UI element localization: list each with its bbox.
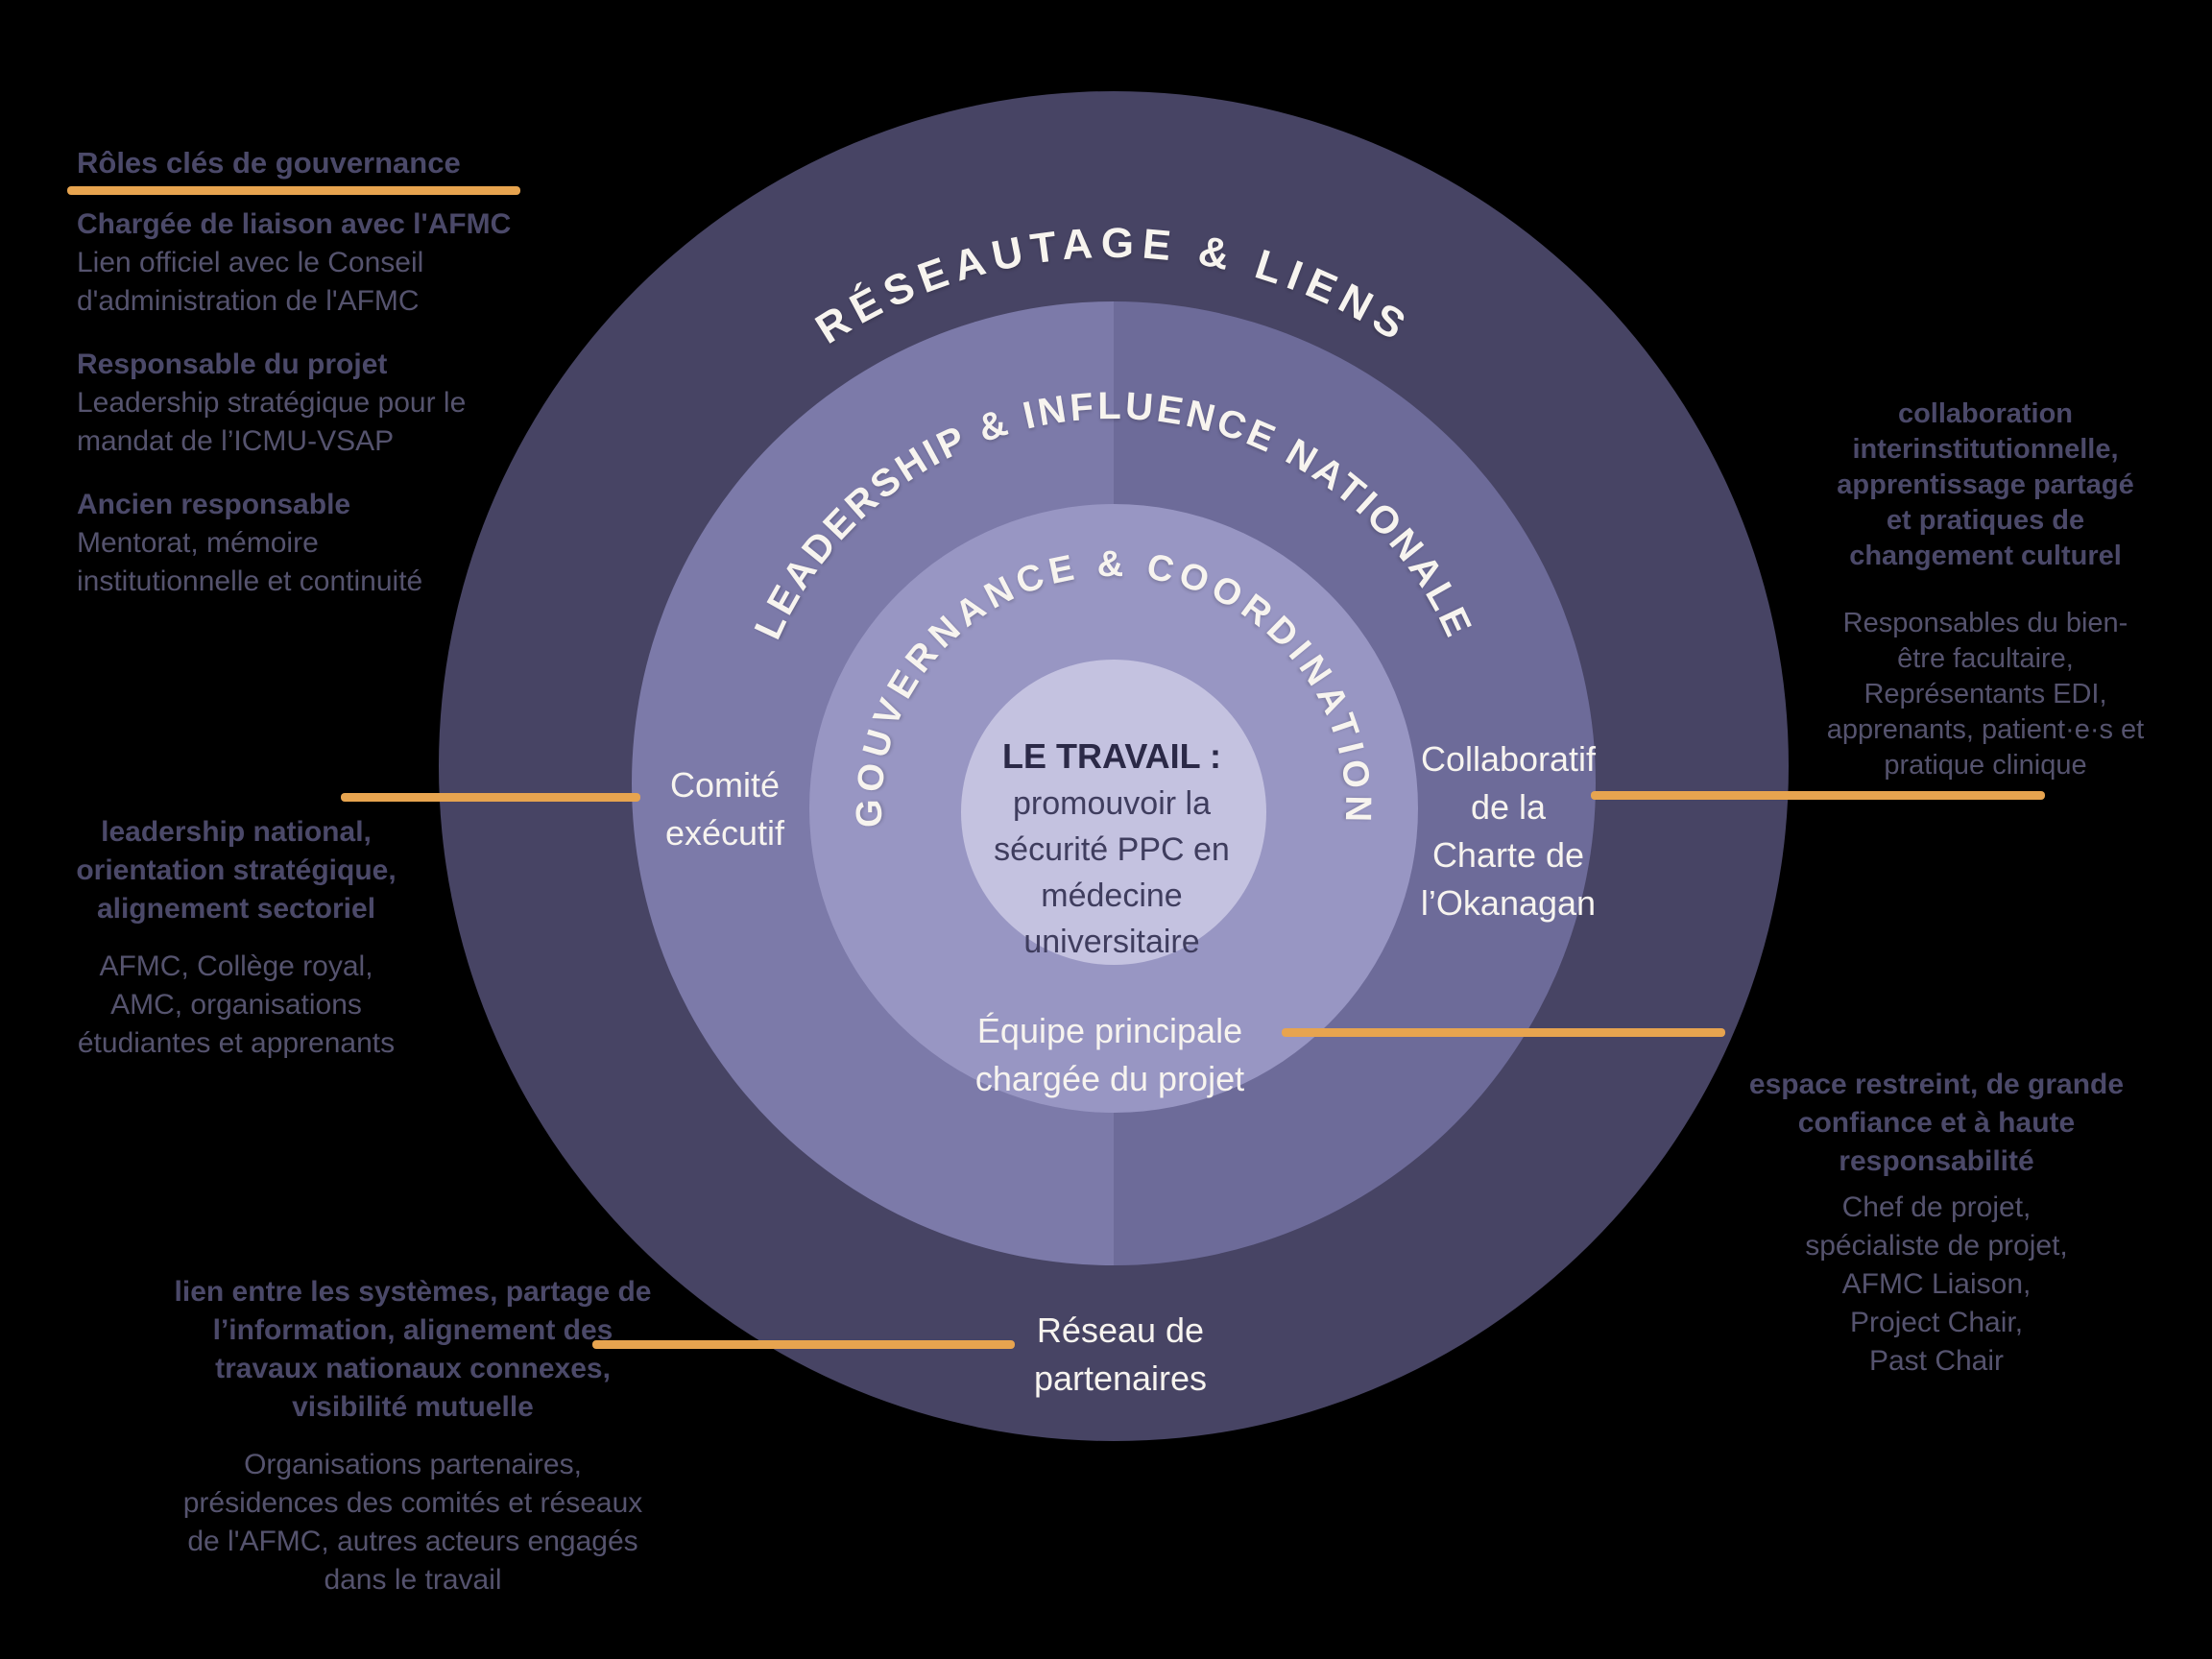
core-body-line: universitaire [1023, 924, 1199, 960]
annotation-bold-line: interinstitutionnelle, [1852, 434, 2119, 465]
role-name: Responsable du projet [77, 349, 388, 380]
annotation-line: apprenants, patient·e·s et [1826, 714, 2145, 745]
equipe-principale-label: Équipe principale [977, 1011, 1242, 1050]
annotation-line: Project Chair, [1849, 1307, 2024, 1338]
role-desc: Leadership stratégique pour le [77, 387, 467, 419]
connector-right-top [1591, 791, 2045, 800]
spacer [77, 182, 595, 205]
annotation-bold-line: apprentissage partagé [1837, 469, 2134, 500]
annotation-line: AFMC, Collège royal, [99, 950, 373, 982]
role-desc: Mentorat, mémoire [77, 527, 319, 559]
spacer [77, 461, 595, 486]
spacer [35, 928, 438, 948]
core-body-line: médecine [1041, 878, 1182, 914]
spacer [1760, 574, 2211, 606]
collaboratif-okanagan-label: l’Okanagan [1421, 883, 1596, 923]
annotation-line: Responsables du bien- [1842, 608, 2128, 638]
core-circle [961, 660, 1266, 965]
annotation-system-links: lien entre les systèmes, partage de l’in… [96, 1273, 730, 1599]
annotation-bold-line: espace restreint, de grande [1748, 1069, 2125, 1100]
spacer [1677, 1181, 2196, 1189]
annotation-bold-line: collaboration [1897, 398, 2074, 429]
annotation-line: présidences des comités et réseaux [182, 1487, 643, 1519]
role-desc: institutionnelle et continuité [77, 565, 423, 597]
reseau-partenaires-label: partenaires [1034, 1358, 1207, 1398]
annotation-line: AFMC Liaison, [1841, 1268, 2032, 1300]
annotation-bold-line: confiance et à haute [1797, 1107, 2076, 1139]
annotation-governance-roles: Rôles clés de gouvernance Chargée de lia… [77, 144, 595, 601]
annotation-bold-line: et pratiques de [1886, 505, 2085, 536]
title-underline [67, 186, 520, 195]
spacer [77, 321, 595, 346]
role-name: Ancien responsable [77, 489, 351, 520]
annotation-bold-line: orientation stratégique, [76, 854, 397, 886]
annotation-title: Rôles clés de gouvernance [77, 146, 461, 180]
collaboratif-okanagan-label: Collaboratif [1421, 739, 1597, 779]
annotation-line: de l'AFMC, autres acteurs engagés [187, 1526, 638, 1557]
annotation-line: pratique clinique [1884, 750, 2087, 781]
spacer [96, 1427, 730, 1446]
comite-executif-label: exécutif [665, 813, 785, 853]
annotation-line: spécialiste de projet, [1805, 1230, 2068, 1262]
annotation-line: Représentants EDI, [1863, 679, 2107, 709]
connector-right-bottom [1282, 1028, 1725, 1037]
role-name: Chargée de liaison avec l'AFMC [77, 208, 512, 240]
role-desc: Lien officiel avec le Conseil [77, 247, 424, 278]
annotation-line: être facultaire, [1897, 643, 2074, 674]
annotation-bold-line: l’information, alignement des [212, 1314, 613, 1346]
core-body-line: promouvoir la [1013, 785, 1211, 822]
core-body-line: sécurité PPC en [994, 831, 1230, 868]
annotation-bold-line: leadership national, [101, 816, 372, 848]
comite-executif-label: Comité [670, 765, 780, 805]
annotation-bold-line: alignement sectoriel [96, 893, 376, 925]
role-desc: d'administration de l'AFMC [77, 285, 420, 317]
role-desc: mandat de l’ICMU-VSAP [77, 425, 395, 457]
equipe-principale-label: chargée du projet [975, 1059, 1244, 1098]
core-title: LE TRAVAIL : [1002, 736, 1221, 776]
annotation-national-leadership: leadership national, orientation stratég… [35, 813, 438, 1063]
connector-bottom-left [592, 1340, 1015, 1349]
connector-left-middle [341, 793, 640, 802]
collaboratif-okanagan-label: de la [1471, 787, 1547, 827]
collaboratif-okanagan-label: Charte de [1432, 835, 1584, 875]
annotation-collaboration: collaboration interinstitutionnelle, app… [1760, 397, 2211, 783]
annotation-line: Chef de projet, [1841, 1191, 2032, 1223]
annotation-line: dans le travail [324, 1564, 502, 1596]
annotation-bold-line: responsabilité [1839, 1145, 2034, 1177]
annotation-bold-line: lien entre les systèmes, partage de [174, 1276, 652, 1308]
annotation-bold-line: changement culturel [1849, 541, 2122, 571]
annotation-restricted-space: espace restreint, de grande confiance et… [1677, 1066, 2196, 1381]
reseau-partenaires-label: Réseau de [1037, 1310, 1204, 1350]
annotation-bold-line: visibilité mutuelle [292, 1391, 534, 1423]
annotation-bold-line: travaux nationaux connexes, [215, 1353, 611, 1384]
annotation-line: AMC, organisations [110, 989, 362, 1021]
annotation-line: étudiantes et apprenants [77, 1027, 396, 1059]
annotation-line: Past Chair [1868, 1345, 2005, 1377]
annotation-line: Organisations partenaires, [244, 1449, 582, 1480]
